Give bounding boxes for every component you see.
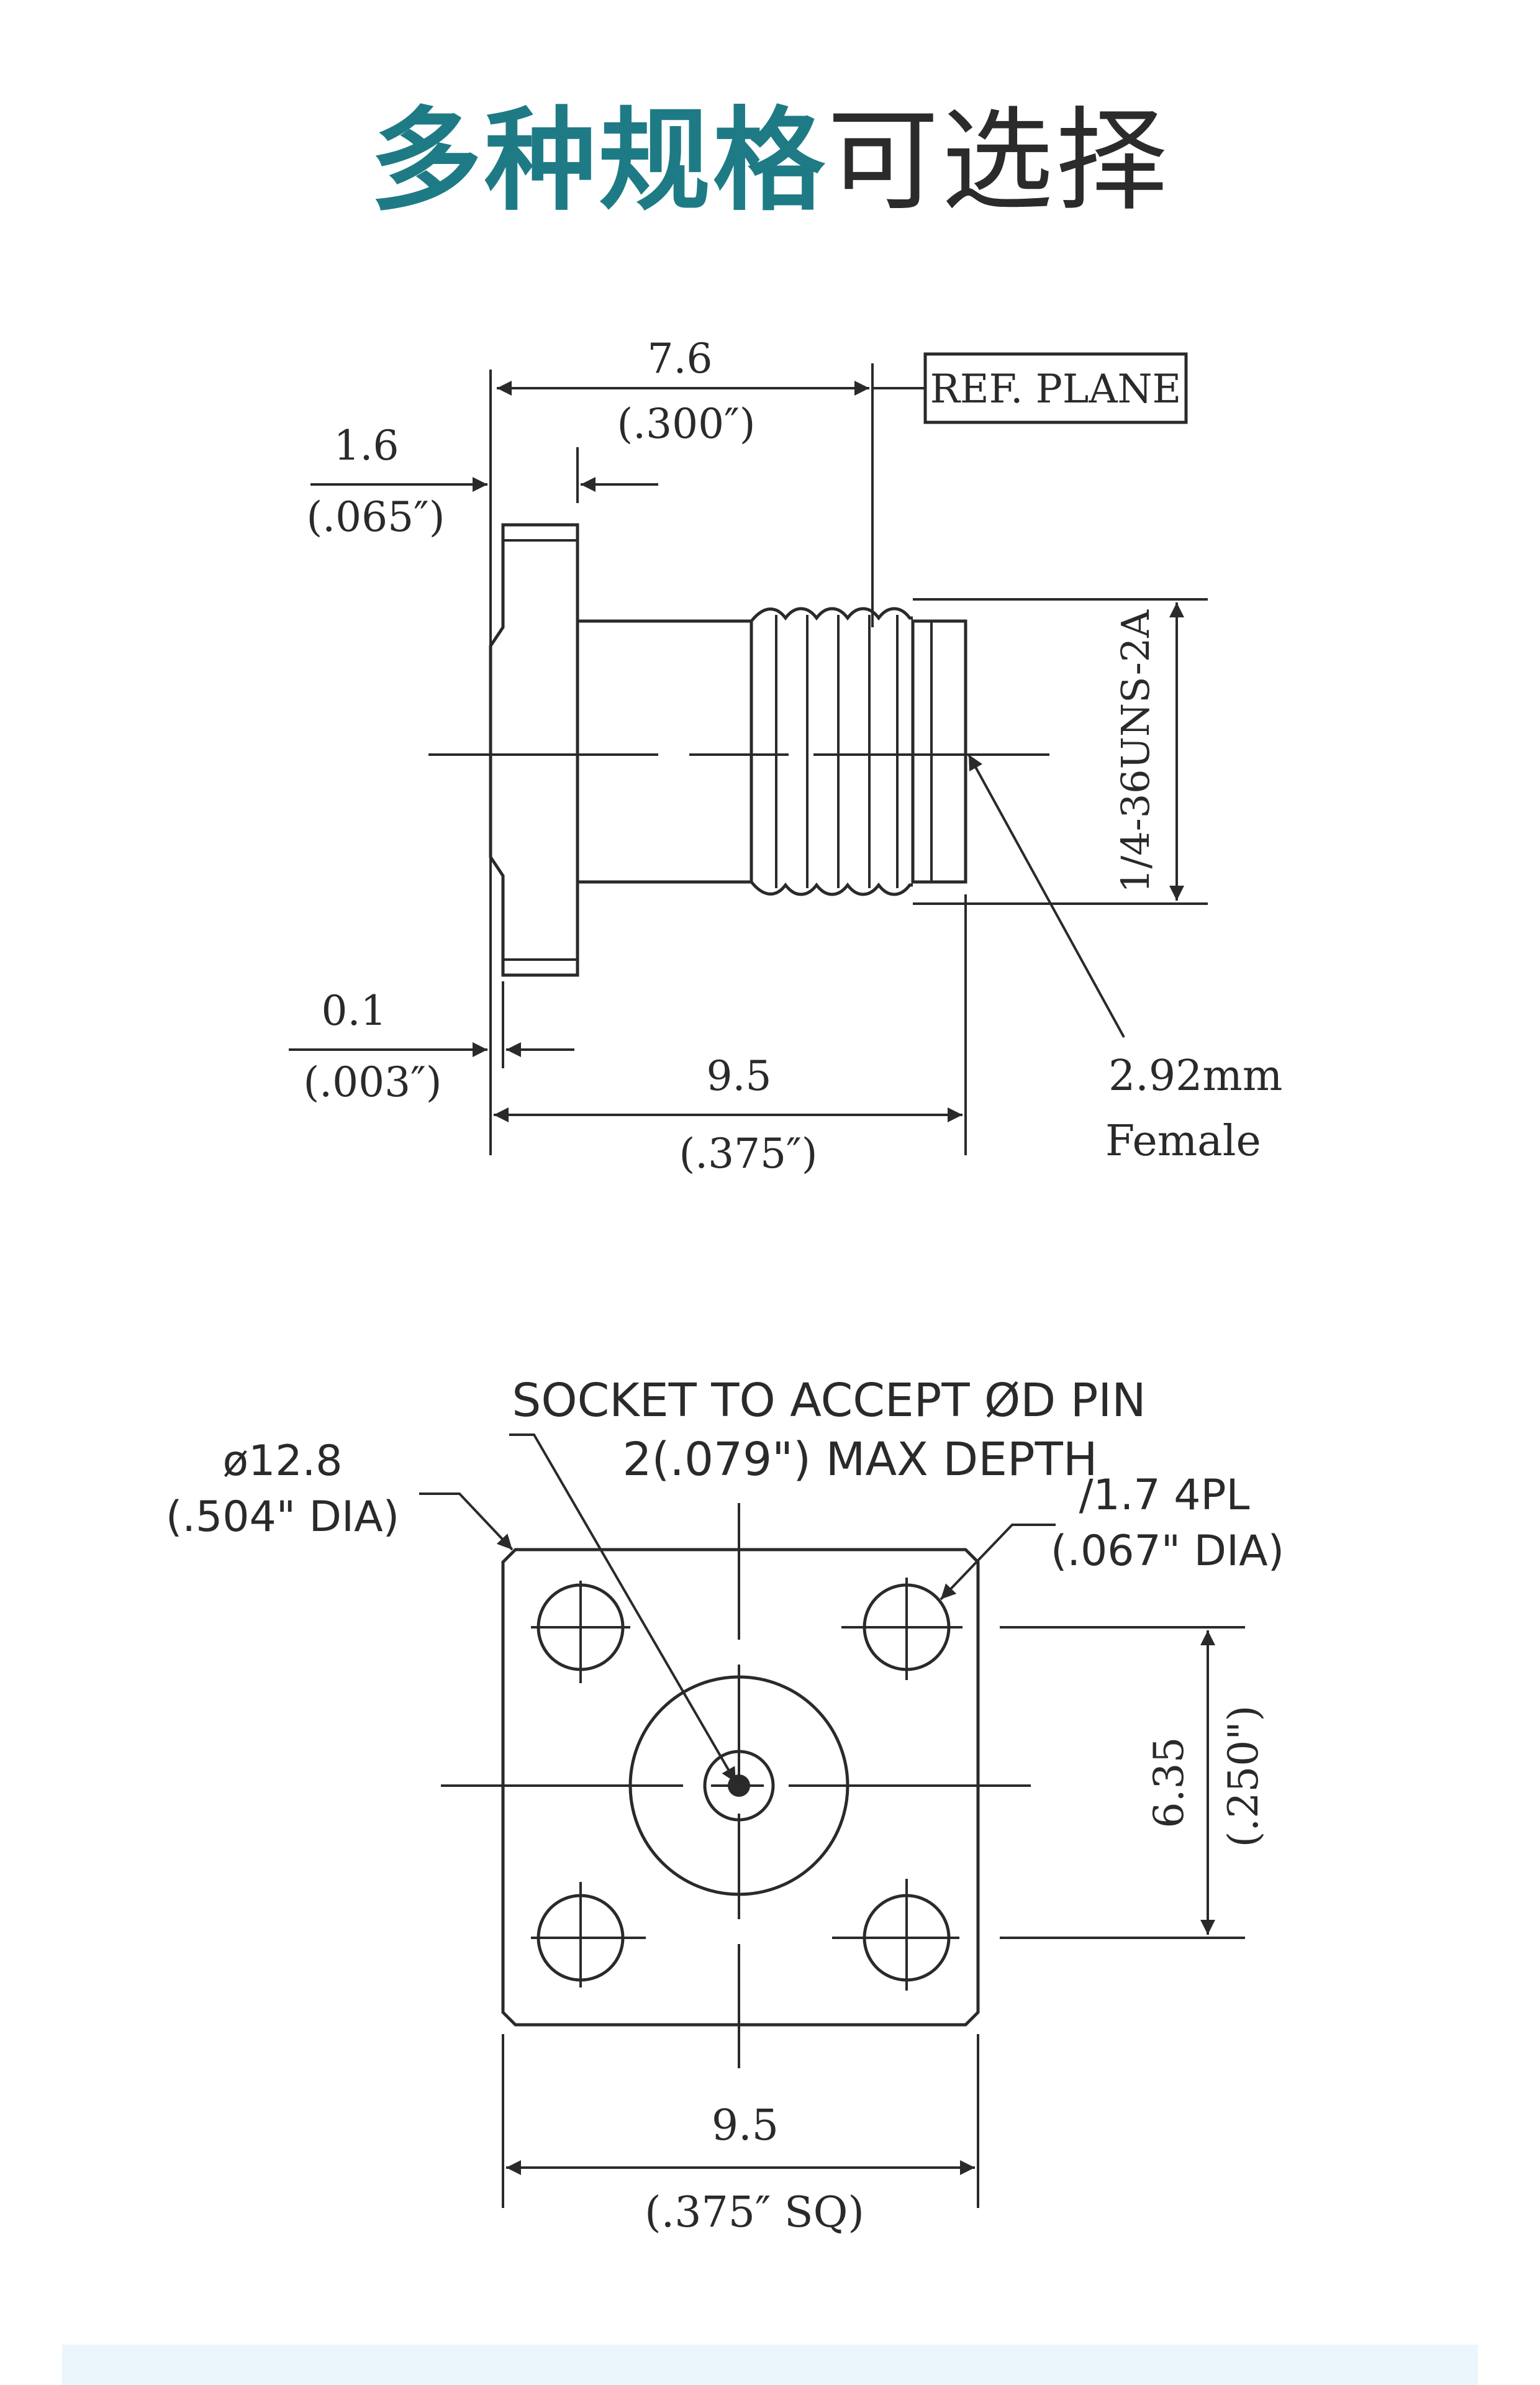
dim-1-6-in: (.065″) xyxy=(306,493,445,541)
dim-0-1-mm: 0.1 xyxy=(322,987,387,1035)
page-title: 多种规格可选择 xyxy=(0,87,1540,236)
side-body xyxy=(578,619,751,884)
ref-plane-label: REF. PLANE xyxy=(930,366,1182,412)
socket-note-line1: SOCKET TO ACCEPT ØD PIN xyxy=(512,1374,1146,1427)
socket-circle xyxy=(703,1750,775,1822)
hole-dia-in: (.067" DIA) xyxy=(1051,1527,1284,1576)
dim-9-5-side-in: (.375″) xyxy=(679,1130,817,1178)
mounting-hole xyxy=(531,1581,630,1683)
hole-dia-leader xyxy=(940,1524,1056,1601)
mounting-hole xyxy=(832,1879,959,1991)
dim-1-6-mm: 1.6 xyxy=(334,422,399,470)
mounting-hole xyxy=(531,1882,646,1988)
mounting-hole xyxy=(841,1578,962,1680)
hole-dia-mm: /1.7 4PL xyxy=(1079,1471,1250,1520)
dim-6-35-mm: 6.35 xyxy=(1145,1737,1193,1828)
dim-0-1-in: (.003″) xyxy=(303,1058,442,1106)
dim-9-5-side-mm: 9.5 xyxy=(707,1052,772,1100)
front-view: SOCKET TO ACCEPT ØD PIN 2(.079") MAX DEP… xyxy=(166,1374,1284,2237)
dim-7-6-in: (.300″) xyxy=(617,400,755,448)
socket-note-line2: 2(.079") MAX DEPTH xyxy=(622,1433,1097,1486)
socket-pin xyxy=(728,1774,750,1797)
connector-type-line2: Female xyxy=(1105,1117,1261,1166)
thread-label: 1/4-36UNS-2A xyxy=(1113,609,1158,893)
front-flange xyxy=(501,1548,980,2027)
side-flange xyxy=(489,523,579,977)
dim-9-5-front-mm: 9.5 xyxy=(712,2101,779,2150)
dim-7-6-mm: 7.6 xyxy=(648,335,713,383)
flange-dia-in: (.504" DIA) xyxy=(166,1492,399,1542)
footer-band xyxy=(62,2345,1478,2385)
flange-dia-mm: ø12.8 xyxy=(222,1437,342,1486)
side-thread xyxy=(750,607,967,896)
flange-dia-leader xyxy=(419,1492,514,1551)
socket-leader xyxy=(509,1433,737,1784)
dim-6-35-in: (.250") xyxy=(1220,1706,1267,1848)
page-title-rest: 可选择 xyxy=(827,96,1171,226)
connector-leader xyxy=(967,754,1125,1038)
side-view: REF. PLANE 7.6 (.300″) 1.6 (.065″) 0.1 (… xyxy=(289,335,1282,1178)
front-body-circle xyxy=(628,1675,849,1896)
dim-9-5-front-in: (.375″ SQ) xyxy=(645,2188,864,2237)
page-title-highlight: 多种规格 xyxy=(369,96,827,226)
connector-type-line1: 2.92mm xyxy=(1108,1052,1282,1101)
